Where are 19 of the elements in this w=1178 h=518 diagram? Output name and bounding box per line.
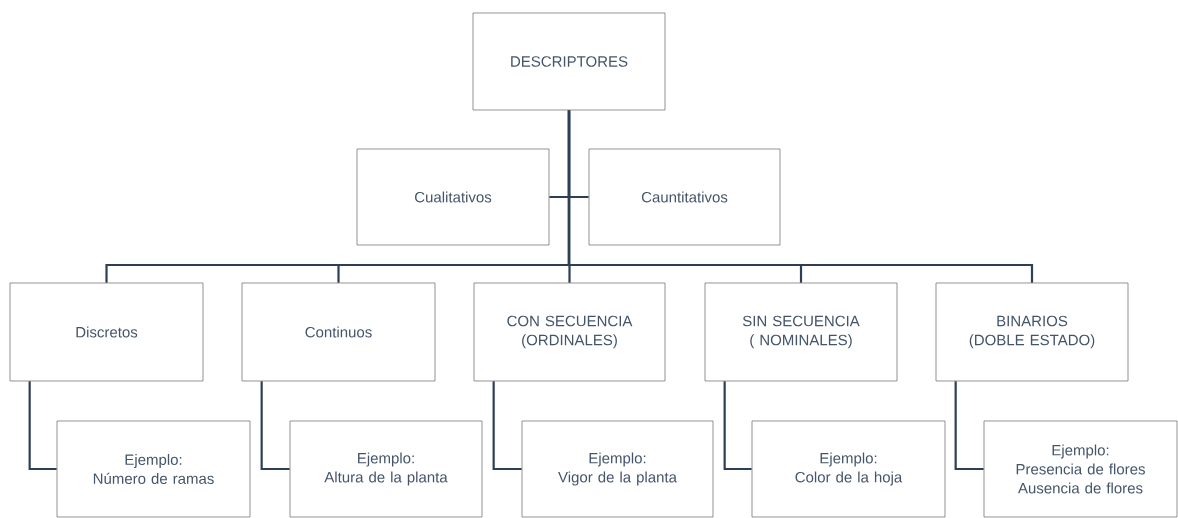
box: Ejemplo: Altura de la planta [289,420,483,518]
connector-line [954,381,984,471]
box: Ejemplo: Número de ramas [56,420,251,518]
connector-line [567,110,1034,283]
box: Discretos [9,282,204,382]
connector-line [260,381,290,471]
connector-line [28,381,57,471]
box: BINARIOS (DOBLE ESTADO) [935,282,1129,382]
box: Ejemplo: Vigor de la planta [521,420,714,518]
box: Continuos [241,282,436,382]
connector-line [723,381,752,471]
box: Cualitativos [356,148,550,246]
box: DESCRIPTORES [472,12,666,111]
box: Ejemplo: Color de la hoja [751,420,946,518]
box: Cauntitativos [588,148,781,246]
box: Ejemplo: Presencia de flores Ausencia de flores [983,420,1178,518]
connector-line [492,381,522,471]
box: CON SECUENCIA (ORDINALES) [473,282,666,382]
box: SIN SECUENCIA ( NOMINALES) [704,282,898,382]
